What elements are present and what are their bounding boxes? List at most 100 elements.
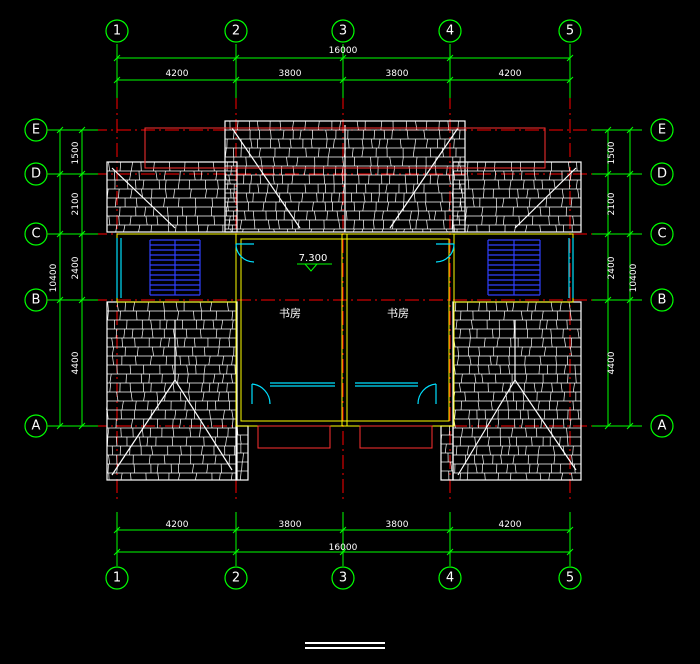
axis-grid-lines xyxy=(45,44,645,566)
roof-hip-line xyxy=(111,379,176,476)
tile-joint xyxy=(426,219,428,230)
tile-joint xyxy=(440,434,442,445)
tile-joint xyxy=(186,373,189,384)
tile-joint xyxy=(395,192,397,203)
tile-joint xyxy=(383,129,386,140)
tile-joint xyxy=(106,188,109,199)
tile-joint xyxy=(119,161,122,172)
tile-joint xyxy=(553,454,556,465)
tile-joint xyxy=(541,328,543,339)
tile-joint xyxy=(444,443,447,454)
tile-joint xyxy=(378,138,381,149)
tile-joint xyxy=(508,436,511,447)
tile-joint xyxy=(231,409,234,420)
axis-bubble-right-A-label: A xyxy=(658,419,667,434)
tile-joint xyxy=(203,364,206,375)
tile-joint xyxy=(120,472,123,481)
tile-joint xyxy=(222,355,224,366)
tile-joint xyxy=(475,445,478,456)
tile-joint xyxy=(177,373,179,384)
tile-joint xyxy=(528,463,531,474)
tile-joint xyxy=(176,337,179,348)
tile-joint xyxy=(519,409,522,420)
tile-joint xyxy=(563,364,566,375)
tile-joint xyxy=(130,418,133,429)
tile-joint xyxy=(514,463,517,474)
tile-joint xyxy=(239,434,242,445)
door-swing-left-top xyxy=(235,243,255,263)
tile-joint xyxy=(121,400,124,411)
axis-bubble-top-2-circle xyxy=(224,19,248,43)
tile-joint xyxy=(177,310,180,321)
axis-bubble-bottom-3-circle xyxy=(331,566,355,590)
left-dim-3: 2400 xyxy=(71,256,81,279)
tile-joint xyxy=(522,179,525,190)
tile-joint xyxy=(401,156,404,167)
tile-joint xyxy=(227,179,229,190)
axis-bubble-left-D: D xyxy=(24,162,48,186)
tile-joint xyxy=(260,156,263,167)
tile-joint xyxy=(130,391,133,402)
axis-bubble-bottom-1: 1 xyxy=(105,566,129,590)
right-dim-4: 4400 xyxy=(607,351,617,374)
tile-joint xyxy=(148,310,151,321)
tile-joint xyxy=(115,224,118,233)
tile-joint xyxy=(560,382,563,393)
tile-joint xyxy=(124,301,126,312)
tile-joint xyxy=(500,445,503,456)
tile-joint xyxy=(174,409,177,420)
tile-joint xyxy=(406,129,409,140)
tile-joint xyxy=(409,219,412,230)
tile-joint xyxy=(224,170,227,181)
tile-joint xyxy=(213,373,216,384)
tile-joint xyxy=(555,355,557,366)
tile-joint xyxy=(135,197,138,208)
tile-joint xyxy=(497,179,500,190)
room-label-left-study: 书房 xyxy=(279,307,301,320)
tile-joint xyxy=(225,436,227,447)
tile-joint xyxy=(236,425,239,436)
tile-joint xyxy=(262,201,265,212)
tile-joint xyxy=(172,364,175,375)
tile-joint xyxy=(493,161,496,172)
tile-joint xyxy=(163,197,166,208)
left-dim-2: 2100 xyxy=(71,192,81,215)
tile-joint xyxy=(231,310,234,321)
axis-bubble-bottom-2-label: 2 xyxy=(232,571,240,586)
tile-joint xyxy=(464,215,467,226)
tile-joint xyxy=(412,183,415,194)
axis-bubble-right-C: C xyxy=(650,222,674,246)
door-swing-right-bottom xyxy=(417,383,437,405)
tile-joint xyxy=(213,215,216,226)
tile-joint xyxy=(325,129,328,140)
tile-joint xyxy=(250,174,253,185)
tile-joint xyxy=(450,461,453,472)
tile-joint xyxy=(362,219,365,230)
axis-bubble-top-1-circle xyxy=(105,19,129,43)
tile-joint xyxy=(488,445,491,456)
axis-bubble-right-C-label: C xyxy=(657,227,666,242)
left-stair-enclosure xyxy=(116,233,237,303)
tile-joint xyxy=(108,454,110,465)
bottom-dim-2: 3800 xyxy=(279,520,302,530)
tile-joint xyxy=(353,228,355,233)
tile-joint xyxy=(560,472,564,481)
tile-joint xyxy=(351,147,354,158)
tile-joint xyxy=(145,215,148,226)
tile-joint xyxy=(195,472,198,481)
tile-joint xyxy=(412,147,415,158)
tile-joint xyxy=(501,382,504,393)
tile-joint xyxy=(109,373,112,384)
tile-joint xyxy=(217,346,220,357)
tile-joint xyxy=(534,301,537,312)
tile-joint xyxy=(471,319,473,330)
tile-joint xyxy=(533,382,536,393)
tile-joint xyxy=(131,328,134,339)
tile-joint xyxy=(530,310,533,321)
tile-joint xyxy=(528,197,531,208)
tile-joint xyxy=(563,391,565,402)
axis-bubble-left-B-label: B xyxy=(32,293,41,308)
door-swing-left-bottom xyxy=(251,383,271,405)
tile-joint xyxy=(552,418,555,429)
tile-joint xyxy=(559,301,562,312)
